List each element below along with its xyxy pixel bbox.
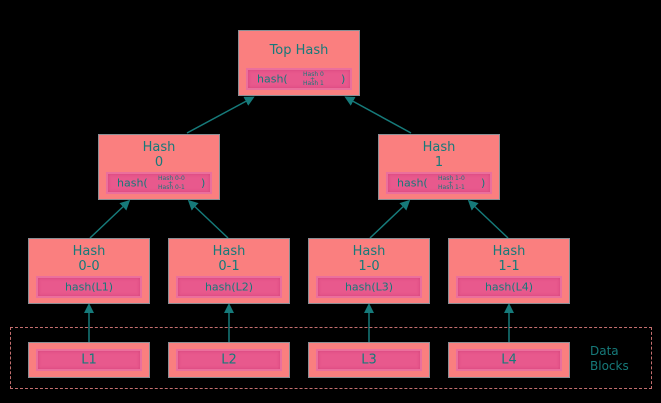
hash-1-title-line1: Hash <box>422 140 456 155</box>
arrow-h1-to-top <box>344 96 412 134</box>
hash-1-1-node: Hash 1-1 hash(L4) <box>448 238 570 304</box>
arrow-h10-to-h1 <box>369 199 411 239</box>
arrow-h00-to-h0 <box>89 199 131 239</box>
arrow-h0-to-top <box>186 96 255 134</box>
data-block-l3-label: L3 <box>361 352 377 368</box>
hash-1-0-node: Hash 1-0 hash(L3) <box>308 238 430 304</box>
hash-1-formula: hash( Hash 1-0 + Hash 1-1 ) <box>386 172 492 194</box>
arrow-h11-to-h1 <box>467 199 509 239</box>
hash-1-node: Hash 1 hash( Hash 1-0 + Hash 1-1 ) <box>378 134 500 200</box>
data-block-l3: L3 <box>308 342 430 378</box>
data-block-l1-inner: L1 <box>36 349 142 371</box>
data-blocks-container <box>10 327 652 389</box>
hash-1-1-title-line2: 1-1 <box>498 259 520 274</box>
data-blocks-label-line1: Data <box>590 344 619 358</box>
hash-0-1-title-line1: Hash <box>212 244 246 259</box>
hash-0-formula: hash( Hash 0-0 + Hash 0-1 ) <box>106 172 212 194</box>
data-block-l2-label: L2 <box>221 352 237 368</box>
top-hash-formula: hash( Hash 0 + Hash 1 ) <box>246 68 352 90</box>
data-block-l2-inner: L2 <box>176 349 282 371</box>
hash-1-1-value: hash(L4) <box>484 280 534 294</box>
hash-1-title-line2: 1 <box>434 155 444 170</box>
hash-0-0-title-line2: 0-0 <box>78 259 100 274</box>
hash-0-title-line1: Hash <box>142 140 176 155</box>
hash-1-arg-1: Hash 1-1 <box>438 184 465 191</box>
hash-1-0-value: hash(L3) <box>344 280 394 294</box>
data-block-l4: L4 <box>448 342 570 378</box>
hash-0-0-title-line1: Hash <box>72 244 106 259</box>
hash-0-arg-1: Hash 0-1 <box>158 184 185 191</box>
hash-1-arg-plus: + <box>448 180 454 187</box>
hash-1-0-formula: hash(L3) <box>316 276 422 298</box>
top-hash-node: Top Hash hash( Hash 0 + Hash 1 ) <box>238 30 360 96</box>
hash-1-arg-0: Hash 1-0 <box>438 175 465 182</box>
data-block-l2: L2 <box>168 342 290 378</box>
hash-0-1-value: hash(L2) <box>204 280 254 294</box>
hash-0-0-value: hash(L1) <box>64 280 114 294</box>
hash-0-node: Hash 0 hash( Hash 0-0 + Hash 0-1 ) <box>98 134 220 200</box>
data-block-l4-inner: L4 <box>456 349 562 371</box>
top-hash-arg-plus: + <box>310 76 316 83</box>
top-hash-arg-0: Hash 0 <box>303 71 324 78</box>
hash-0-prefix: hash( <box>117 176 148 190</box>
hash-0-arg-plus: + <box>168 180 174 187</box>
hash-1-suffix: ) <box>481 176 486 190</box>
top-hash-title: Top Hash <box>269 43 329 58</box>
hash-1-prefix: hash( <box>397 176 428 190</box>
hash-0-1-formula: hash(L2) <box>176 276 282 298</box>
hash-0-arg-0: Hash 0-0 <box>158 175 185 182</box>
hash-0-1-node: Hash 0-1 hash(L2) <box>168 238 290 304</box>
hash-0-1-title-line2: 0-1 <box>218 259 240 274</box>
hash-0-title-line2: 0 <box>154 155 164 170</box>
hash-0-suffix: ) <box>201 176 206 190</box>
top-hash-arg-1: Hash 1 <box>303 80 324 87</box>
data-block-l1-label: L1 <box>81 352 97 368</box>
hash-0-0-formula: hash(L1) <box>36 276 142 298</box>
data-blocks-label-line2: Blocks <box>590 359 629 373</box>
data-block-l4-label: L4 <box>501 352 517 368</box>
data-block-l1: L1 <box>28 342 150 378</box>
hash-1-0-title-line1: Hash <box>352 244 386 259</box>
hash-1-1-title-line1: Hash <box>492 244 526 259</box>
data-blocks-label: Data Blocks <box>590 344 629 374</box>
top-hash-prefix: hash( <box>257 72 288 86</box>
data-block-l3-inner: L3 <box>316 349 422 371</box>
arrow-h01-to-h0 <box>187 199 229 239</box>
top-hash-suffix: ) <box>341 72 346 86</box>
hash-1-1-formula: hash(L4) <box>456 276 562 298</box>
hash-0-0-node: Hash 0-0 hash(L1) <box>28 238 150 304</box>
hash-1-0-title-line2: 1-0 <box>358 259 380 274</box>
